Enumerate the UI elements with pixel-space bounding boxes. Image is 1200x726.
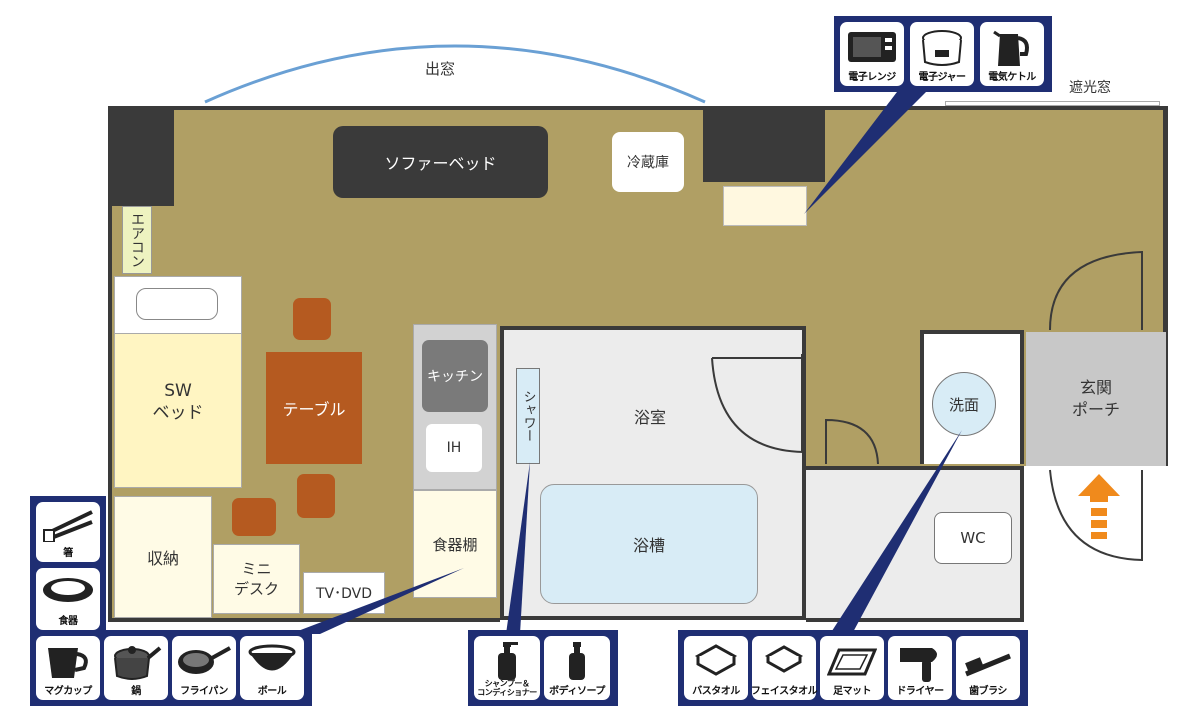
plate-icon <box>43 578 93 602</box>
panel-kitchenware: マグカップ 鍋 フライパン ボール <box>30 630 312 706</box>
tile-label: 電子レンジ <box>848 72 896 83</box>
tile-dryer: ドライヤー <box>888 636 952 700</box>
tile-bowl: ボール <box>240 636 304 700</box>
face-towel-icon <box>764 645 804 673</box>
bathroom-label: 浴室 <box>633 408 666 427</box>
bowl-icon <box>248 644 296 671</box>
rice-cooker-icon <box>922 30 962 66</box>
blackout-window <box>945 101 1160 106</box>
tile-label: 電気ケトル <box>988 72 1036 83</box>
tile-label: マグカップ <box>44 686 92 697</box>
frying-pan-icon <box>178 646 231 674</box>
chair-bottom-left <box>232 498 276 536</box>
bath-mat-icon <box>827 648 877 676</box>
tile-bath-towel: バスタオル <box>684 636 748 700</box>
tile-bath-mat: 足マット <box>820 636 884 700</box>
tile-kettle: 電気ケトル <box>980 22 1044 86</box>
dish-shelf: 食器棚 <box>413 490 497 598</box>
tile-label: 食器 <box>58 616 79 627</box>
wall-pillar-left <box>108 106 174 206</box>
tile-label: フライパン <box>180 686 228 697</box>
mini-desk: ミニ デスク <box>213 544 300 614</box>
storage: 収納 <box>114 496 212 618</box>
tile-toothbrush: 歯ブラシ <box>956 636 1020 700</box>
tile-frying-pan: フライパン <box>172 636 236 700</box>
kitchen-sink: キッチン <box>422 340 488 412</box>
body-soap-bottle-icon <box>569 642 585 680</box>
wall-pillar-mid <box>703 106 825 182</box>
panel-appliances: 電子レンジ 電子ジャー 電気ケトル <box>834 16 1052 92</box>
bed-pillow <box>136 288 218 320</box>
entrance-door-upper <box>1049 250 1143 331</box>
shampoo-bottle-icon <box>498 642 518 680</box>
hall-door <box>825 418 879 465</box>
entrance-arrow-icon <box>1078 474 1120 539</box>
kettle-icon <box>993 30 1029 66</box>
shower: シャワー <box>516 368 540 464</box>
washbasin: 洗面 <box>932 372 996 436</box>
fridge: 冷蔵庫 <box>612 132 684 192</box>
bay-window-label: 出窓 <box>424 59 455 78</box>
pot-icon <box>114 646 162 680</box>
hair-dryer-icon <box>900 648 937 682</box>
tile-label: 歯ブラシ <box>969 686 1007 697</box>
bathroom-door <box>711 354 805 453</box>
tile-body-soap: ボディソープ <box>544 636 610 700</box>
tile-label: 足マット <box>833 686 872 697</box>
tile-label: 鍋 <box>131 686 141 697</box>
tile-shampoo: シャンプー＆ コンディショナー <box>474 636 540 700</box>
tile-label: 箸 <box>63 548 73 559</box>
entrance-porch: 玄関 ポーチ <box>1026 332 1166 466</box>
tile-mug: マグカップ <box>36 636 100 700</box>
bed-label: SW ベッド <box>152 381 204 423</box>
table: テーブル <box>266 352 362 464</box>
appliance-shelf <box>723 186 807 226</box>
aircon: エアコン <box>122 206 152 274</box>
toothbrush-icon <box>965 653 1011 677</box>
tile-pot: 鍋 <box>104 636 168 700</box>
tile-label: ボール <box>257 686 287 697</box>
bathtub: 浴槽 <box>540 484 758 604</box>
tile-rice-cooker: 電子ジャー <box>910 22 974 86</box>
tile-label: シャンプー＆ コンディショナー <box>477 679 537 697</box>
ih-stove: IH <box>426 424 482 472</box>
tile-dishes: 食器 <box>36 568 100 630</box>
tile-label: ドライヤー <box>896 686 944 697</box>
sofa-bed: ソファーベッド <box>333 126 548 198</box>
entrance-door-lower <box>1049 469 1143 562</box>
bath-towel-icon <box>694 644 738 676</box>
bay-window-arc <box>204 44 706 104</box>
mug-icon <box>48 648 88 678</box>
tile-label: ボディソープ <box>549 686 605 697</box>
chair-top <box>293 298 331 340</box>
tile-label: フェイスタオル <box>750 686 818 697</box>
microwave-icon <box>848 32 896 62</box>
chopsticks-icon <box>43 510 93 542</box>
chair-bottom-right <box>297 474 335 518</box>
panel-toiletries: シャンプー＆ コンディショナー ボディソープ <box>468 630 618 706</box>
tile-label: バスタオル <box>692 686 740 697</box>
panel-bath-items: バスタオル フェイスタオル 足マット ドライヤー 歯ブラシ <box>678 630 1028 706</box>
wc: WC <box>934 512 1012 564</box>
tile-chopsticks: 箸 <box>36 502 100 562</box>
blackout-window-label: 遮光窓 <box>1069 80 1111 96</box>
tile-microwave: 電子レンジ <box>840 22 904 86</box>
tile-face-towel: フェイスタオル <box>750 636 818 700</box>
tile-label: 電子ジャー <box>918 72 967 83</box>
panel-dining-side: 箸 食器 <box>30 496 106 640</box>
